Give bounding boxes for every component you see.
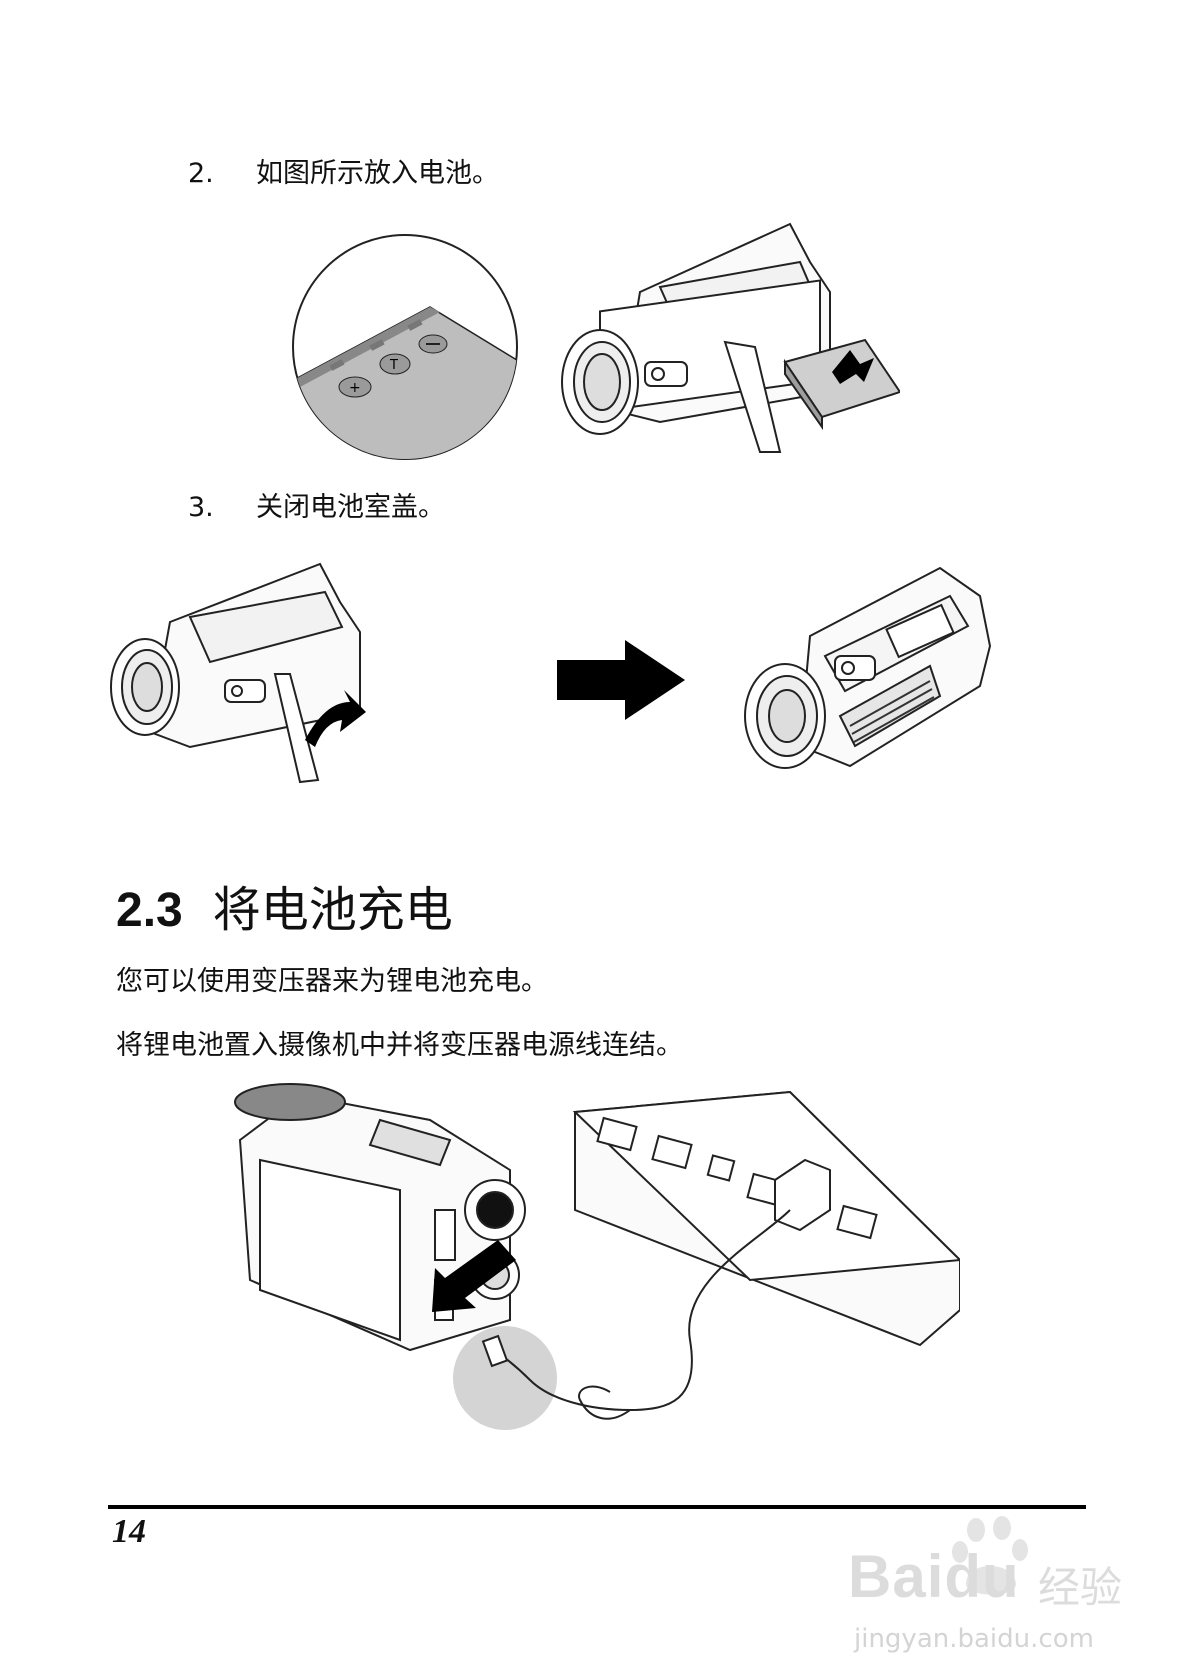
battery-terminals-closeup-illustration: + T — [290, 232, 520, 462]
watermark-brand-cn: 经验 — [1038, 1554, 1122, 1615]
svg-text:+: + — [349, 380, 361, 396]
step-number: 3. — [188, 490, 248, 526]
close-battery-cover-open-illustration — [110, 562, 380, 792]
watermark-brand: Baidu — [848, 1542, 1020, 1611]
paragraph: 将锂电池置入摄像机中并将变压器电源线连结。 — [116, 1028, 683, 1064]
step-text: 如图所示放入电池。 — [256, 156, 499, 192]
baidu-jingyan-watermark: Baidu 经验 jingyan.baidu.com — [848, 1512, 1128, 1672]
right-arrow-icon — [557, 640, 687, 720]
page-number: 14 — [112, 1512, 146, 1552]
paragraph: 您可以使用变压器来为锂电池充电。 — [116, 964, 548, 1000]
close-battery-cover-closed-illustration — [740, 566, 1010, 796]
section-heading: 2.3 将电池充电 — [116, 880, 453, 941]
charging-camcorder-power-strip-illustration — [230, 1080, 960, 1480]
section-title: 将电池充电 — [213, 882, 453, 938]
step-text: 关闭电池室盖。 — [256, 490, 445, 526]
watermark-url: jingyan.baidu.com — [854, 1624, 1094, 1654]
insert-battery-camcorder-illustration — [560, 222, 900, 462]
svg-text:T: T — [389, 358, 398, 373]
step-number: 2. — [188, 156, 248, 192]
footer-rule — [108, 1505, 1086, 1509]
section-number: 2.3 — [116, 884, 183, 937]
